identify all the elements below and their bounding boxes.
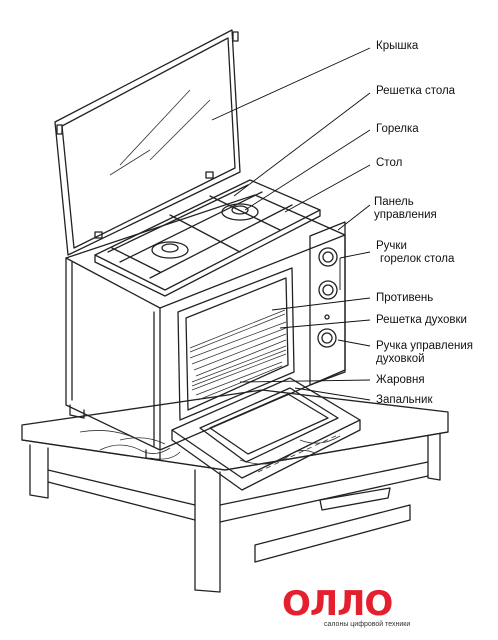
label-burner-knobs: Ручки горелок стола [376,240,454,266]
label-control-panel-line2: управления [374,209,437,221]
lid [54,29,241,256]
control-panel [309,221,346,386]
label-table: Стол [376,157,403,169]
brand-tagline: салоны цифровой техники [324,621,411,628]
cooktop [94,179,321,297]
label-igniter: Запальник [376,394,433,406]
label-tray: Противень [376,292,434,304]
brand-name: ОЛЛО [282,584,393,624]
label-lid: Крышка [376,40,419,52]
stand [21,389,449,593]
label-burner-knobs-line2: горелок стола [380,253,455,265]
label-broiler: Жаровня [376,374,425,386]
leader-lines [211,47,371,401]
label-control-panel: Панель управления [374,196,437,222]
label-oven-rack: Решетка духовки [376,314,467,326]
label-burner-knobs-line1: Ручки [376,240,407,252]
brand-logo: ОЛЛО салоны цифровой техники [282,584,412,632]
label-burner: Горелка [376,123,419,135]
label-oven-knob-line1: Ручка управления [376,340,474,352]
label-oven-knob-line2: духовкой [376,353,425,365]
oven-body [65,194,346,461]
oven-door [171,377,361,491]
label-oven-knob: Ручка управления духовкой [376,340,473,366]
label-control-panel-line1: Панель [374,196,414,208]
label-table-grate: Решетка стола [376,85,456,97]
